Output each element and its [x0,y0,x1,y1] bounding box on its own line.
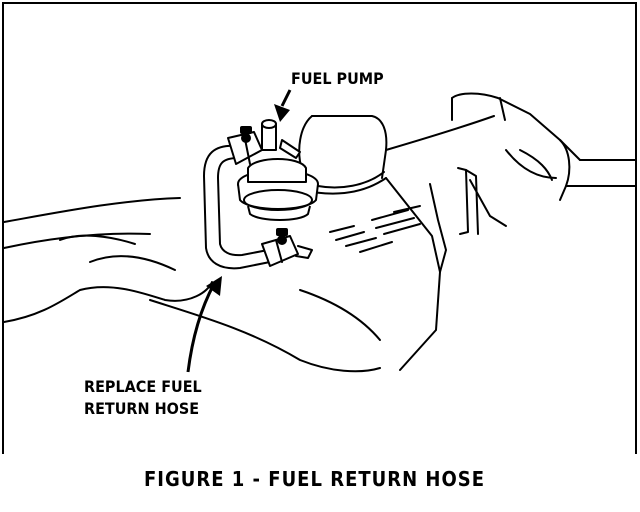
replace-hose-label-line1: REPLACE FUEL [84,377,202,396]
fuel-pump-label: FUEL PUMP [291,69,384,88]
figure-caption: FIGURE 1 - FUEL RETURN HOSE [144,467,485,491]
engine-outline [3,92,637,373]
fuel-pump [237,119,319,221]
replace-hose-arrow [186,276,222,373]
fuel-pump-arrow [274,89,292,122]
figure-frame [2,2,637,454]
replace-hose-label-line2: RETURN HOSE [84,399,199,418]
hose-clamp-lower [276,228,288,245]
hose-clamp-upper [240,126,252,143]
